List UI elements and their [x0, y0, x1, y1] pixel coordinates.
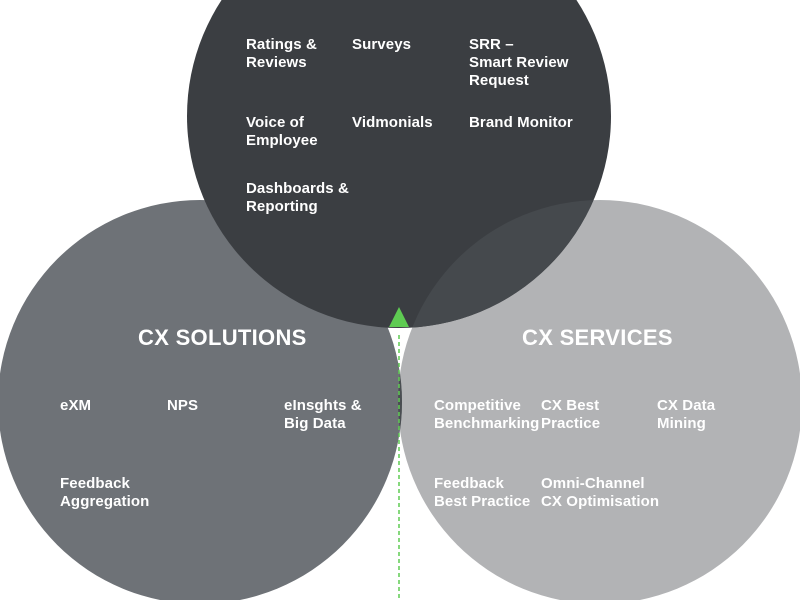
- right-item-cx-data-mining: CX Data Mining: [657, 397, 716, 432]
- triangle-up-icon: [389, 307, 409, 327]
- top-item-vidmonials: Vidmonials: [352, 114, 433, 131]
- left-item-feedback-aggregation: Feedback Aggregation: [60, 475, 150, 510]
- top-item-surveys: Surveys: [352, 36, 412, 53]
- left-item-nps: NPS: [167, 397, 199, 414]
- left-item-einsights-big-data: eInsghts & Big Data: [284, 397, 362, 432]
- top-item-voice-of-employee: Voice of Employee: [246, 114, 318, 149]
- top-item-brand-monitor: Brand Monitor: [469, 114, 573, 131]
- right-item-omni-channel: Omni-Channel CX Optimisation: [541, 475, 660, 510]
- cx-solutions-title: CX SOLUTIONS: [138, 325, 307, 350]
- top-item-dashboards-reporting: Dashboards & Reporting: [246, 180, 349, 215]
- right-item-cx-best-practice: CX Best Practice: [541, 397, 601, 432]
- top-item-ratings-reviews: Ratings & Reviews: [246, 36, 317, 71]
- cx-services-title: CX SERVICES: [522, 325, 673, 350]
- left-item-exm: eXM: [60, 397, 92, 414]
- top-item-srr: SRR – Smart Review Request: [469, 36, 569, 89]
- top-right-overlap: [398, 200, 611, 328]
- right-item-competitive-benchmarking: Competitive Benchmarking: [434, 397, 540, 432]
- right-item-feedback-best-practice: Feedback Best Practice: [434, 475, 531, 510]
